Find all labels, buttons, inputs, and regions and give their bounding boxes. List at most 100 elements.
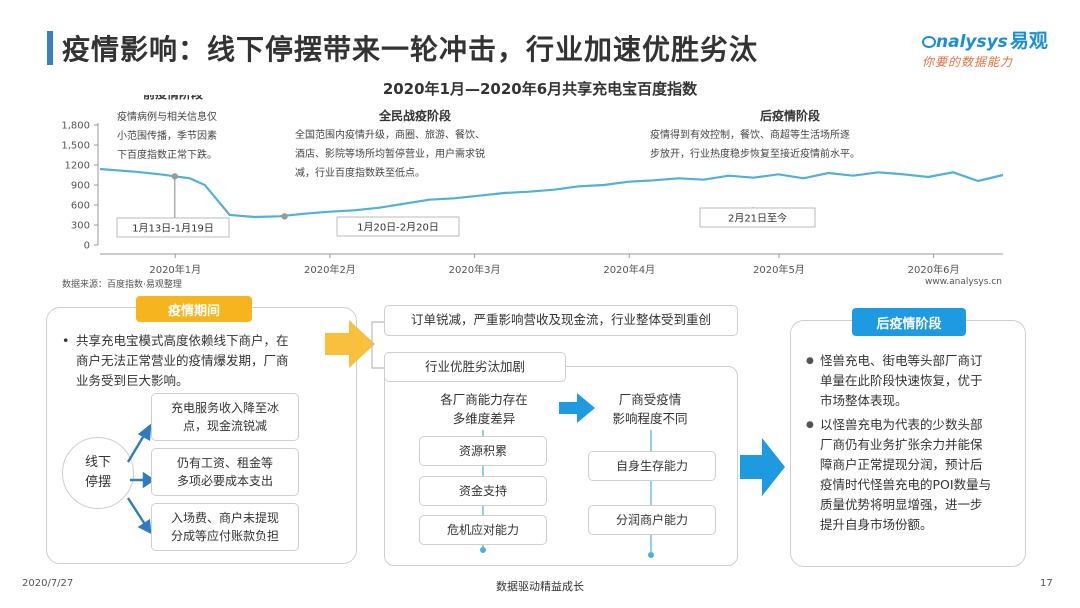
heading-line: 影响程度不同 (612, 410, 688, 426)
bullet-line: 疫情时代怪兽充电的POI数量与 (820, 477, 992, 492)
y-tick-label: 300 (71, 221, 90, 232)
phase-description-line: 减，行业百度指数跌至低点。 (295, 166, 425, 179)
title-accent-bar (47, 31, 53, 65)
phase-description-line: 疫情得到有效控制，餐饮、商超等生活场所逐 (650, 128, 850, 141)
footer-date: 2020/7/27 (22, 578, 74, 589)
impact-line: 多项必要成本支出 (176, 474, 273, 488)
x-tick-label: 2020年2月 (304, 263, 356, 276)
x-tick-label: 2020年1月 (149, 263, 201, 276)
post-epidemic-panel (790, 320, 1026, 567)
right-timeline (648, 430, 654, 558)
marker-dot (281, 213, 288, 220)
intro-line: 共享充电宝模式高度依赖线下商户，在 (76, 333, 289, 348)
source-note: 数据来源：百度指数·易观整理 (62, 280, 182, 290)
phase-description-line: 酒店、影院等场所均暂停营业，用户需求锐 (295, 147, 485, 160)
phase-title: 后疫情阶段 (760, 108, 821, 123)
bullet-line: 怪兽充电、街电等头部厂商订 (820, 353, 983, 368)
survival-of-fittest-tag: 行业优胜劣汰加剧 (384, 352, 566, 382)
y-tick-label: 1,800 (61, 121, 90, 132)
bullet-dot: ● (806, 420, 814, 430)
phase-title: 前疫情阶段 (143, 95, 204, 101)
phase-description-line: 疫情病例与相关信息仅 (117, 110, 217, 123)
blue-arrow-icon (559, 393, 595, 423)
x-tick-label: 2020年6月 (908, 263, 960, 276)
phase-description-line: 小范围传播，季节因素 (117, 129, 217, 142)
impact-arrows (126, 423, 156, 535)
x-tick-label: 2020年3月 (449, 263, 501, 276)
capability-item: 资金支持 (419, 476, 547, 506)
orders-drop-item: 订单锐减，严重影响营收及现金流，行业整体受到重创 (384, 305, 738, 336)
heading-line: 厂商受疫情 (618, 392, 682, 407)
bullet-line: 提升自身市场份额。 (820, 517, 933, 532)
heading-line: 各厂商能力存在 (440, 392, 528, 407)
capability-item: 资源积累 (419, 436, 547, 466)
intro-line: 业务受到巨大影响。 (76, 373, 189, 388)
footer-slogan: 数据驱动精益成长 (496, 580, 584, 593)
y-tick-label: 1,500 (61, 141, 90, 152)
bullet-line: 以怪兽充电为代表的少数头部 (820, 417, 983, 432)
y-axis: 0 300 600 900 1200 1,500 1,800 (61, 121, 99, 252)
period-label: 2月21日至今 (728, 212, 787, 225)
impact-line: 仍有工资、租金等 (176, 456, 273, 470)
period-label: 1月13日-1月19日 (132, 223, 214, 235)
period-box (336, 216, 460, 237)
circle-label-line: 线下 (84, 454, 111, 470)
y-tick-label: 600 (71, 201, 90, 212)
intro-bullet: • 共享充电宝模式高度依赖线下商户，在 商户无法正常营业的疫情爆发期，厂商 业务… (62, 331, 352, 391)
bullet-line: 厂商仍有业务扩张余力并能保 (820, 437, 983, 452)
x-axis: 2020年1月 2020年2月 2020年3月 2020年4月 2020年5月 2020年… (100, 253, 1003, 276)
heading-line: 多维度差异 (452, 410, 516, 426)
phase-markers: 1月13日-1月19日 1月20日-2月20日 2月21日至今 (116, 173, 816, 238)
post-bullet: ● 以怪兽充电为代表的少数头部 厂商仍有业务扩张余力并能保 障商户正常提现分润，… (806, 415, 1024, 535)
impact-line: 充电服务收入降至冰 (170, 401, 279, 415)
x-tick-label: 2020年5月 (753, 263, 805, 276)
impact-line: 分成等应付账款负担 (170, 529, 279, 543)
chart-title: 2020年1月—2020年6月共享充电宝百度指数 (382, 80, 698, 98)
orange-arrow-icon (325, 320, 375, 368)
phase-title: 全民战疫阶段 (378, 108, 452, 123)
bullet-dot: • (62, 333, 70, 348)
period-box (116, 217, 230, 238)
impact-degree-item: 分润商户能力 (588, 505, 716, 535)
marker-dot (171, 173, 179, 180)
left-heading: 各厂商能力存在 多维度差异 (420, 391, 548, 429)
y-tick-label: 1200 (65, 161, 90, 172)
impact-line: 入场费、商户未提现 (170, 511, 279, 525)
post-bullets: ● 怪兽充电、街电等头部厂商订 单量在此阶段快速恢复，优于 市场整体表现。 ● … (806, 351, 1024, 535)
circle-label-line: 停摆 (84, 475, 111, 490)
bullet-dot: ● (806, 356, 814, 366)
period-label: 1月20日-2月20日 (357, 222, 439, 234)
phase-description-line: 全国范围内疫情升级，商圈、旅游、餐饮、 (295, 128, 485, 141)
impact-degree-item: 自身生存能力 (588, 451, 716, 481)
impact-item: 仍有工资、租金等多项必要成本支出 (151, 448, 299, 496)
page-title: 疫情影响：线下停摆带来一轮冲击，行业加速优胜劣汰 (62, 33, 759, 66)
bracket-connector (371, 321, 386, 369)
right-heading: 厂商受疫情 影响程度不同 (590, 391, 710, 429)
y-tick-label: 0 (84, 241, 90, 252)
period-box (699, 207, 816, 228)
page-number: 17 (1040, 578, 1053, 589)
impact-item: 充电服务收入降至冰点，现金流锐减 (151, 393, 299, 441)
logo-slogan: 你要的数据能力 (922, 55, 1014, 69)
bullet-line: 质量优势将明显增强，进一步 (820, 497, 983, 512)
post-epidemic-tag: 后疫情阶段 (852, 308, 966, 336)
capability-item: 危机应对能力 (419, 515, 547, 545)
epidemic-tag: 疫情期间 (136, 296, 252, 322)
impact-item: 入场费、商户未提现分成等应付账款负担 (151, 503, 299, 551)
offline-shutdown-circle: 线下 停摆 (62, 437, 134, 509)
series-line (99, 167, 1004, 219)
logo-mark-icon (922, 36, 936, 48)
big-blue-arrow-icon (740, 438, 785, 496)
website-url: www.analysys.cn (925, 277, 1002, 287)
x-tick-label: 2020年4月 (603, 263, 655, 276)
y-tick-label: 900 (71, 181, 90, 192)
epidemic-intro: • 共享充电宝模式高度依赖线下商户，在 商户无法正常营业的疫情爆发期，厂商 业务… (62, 331, 352, 391)
bullet-line: 市场整体表现。 (820, 393, 908, 408)
bullet-line: 单量在此阶段快速恢复，优于 (820, 373, 983, 388)
post-bullet: ● 怪兽充电、街电等头部厂商订 单量在此阶段快速恢复，优于 市场整体表现。 (806, 351, 1024, 411)
logo-english-text: nalysys (936, 32, 1008, 52)
phase-description-line: 下百度指数正常下跌。 (117, 148, 217, 161)
